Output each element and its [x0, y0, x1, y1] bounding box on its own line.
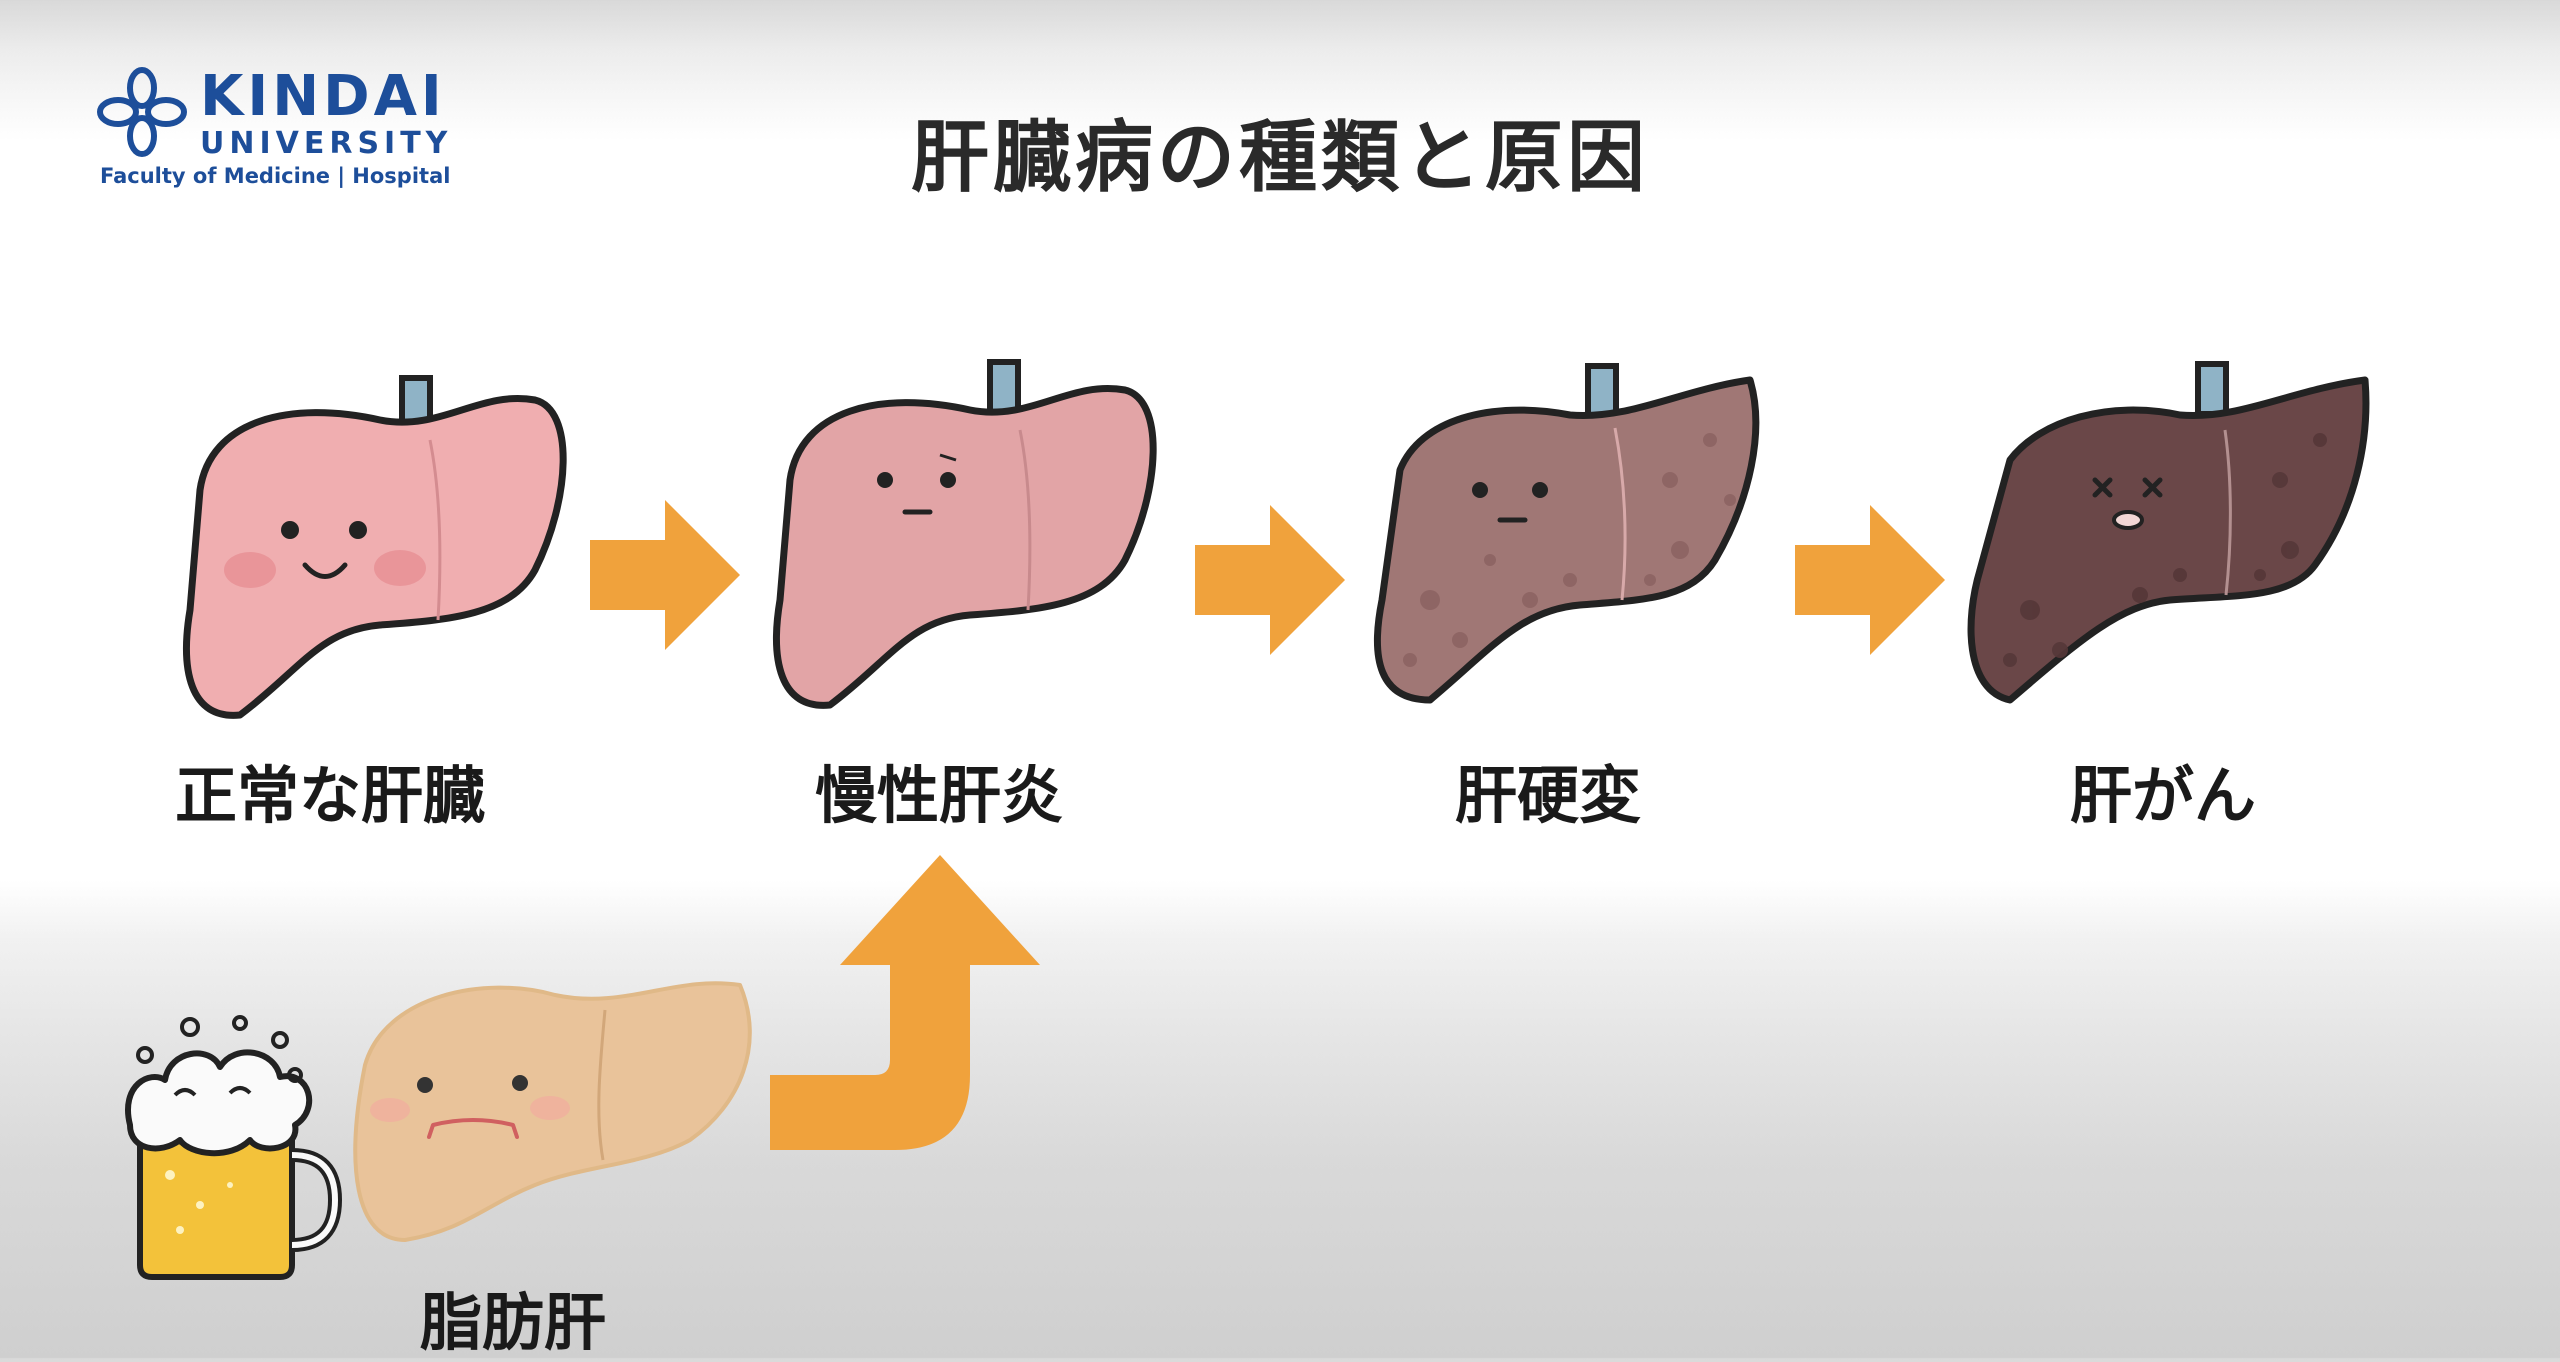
fatty-liver-label: 脂肪肝 — [420, 1286, 607, 1359]
flower-logo-icon — [97, 67, 187, 157]
logo-name: KINDAI — [200, 64, 446, 129]
arrow-right-icon — [1195, 505, 1345, 655]
logo-subtitle: Faculty of Medicine | Hospital — [100, 164, 451, 188]
cirrhotic-liver-icon — [1373, 363, 1760, 704]
stage-label-cancer: 肝がん — [2070, 759, 2257, 832]
logo-university: UNIVERSITY — [200, 126, 453, 161]
inflamed-liver-icon — [773, 359, 1157, 709]
arrow-up-icon — [770, 855, 1040, 1150]
stage-label-cirrhosis: 肝硬変 — [1455, 759, 1642, 832]
arrow-right-icon — [1795, 505, 1945, 655]
stage-label-healthy: 正常な肝臓 — [175, 759, 486, 832]
cancerous-liver-icon — [1967, 361, 2370, 704]
arrow-right-icon — [590, 500, 740, 650]
healthy-liver-icon — [183, 375, 567, 719]
university-logo: KINDAI UNIVERSITY Faculty of Medicine | … — [96, 60, 450, 200]
beer-mug-icon — [125, 1015, 343, 1280]
stage-label-chronic-hepatitis: 慢性肝炎 — [815, 759, 1064, 832]
page-title: 肝臓病の種類と原因 — [910, 113, 1649, 203]
fatty-liver-icon — [353, 981, 752, 1242]
